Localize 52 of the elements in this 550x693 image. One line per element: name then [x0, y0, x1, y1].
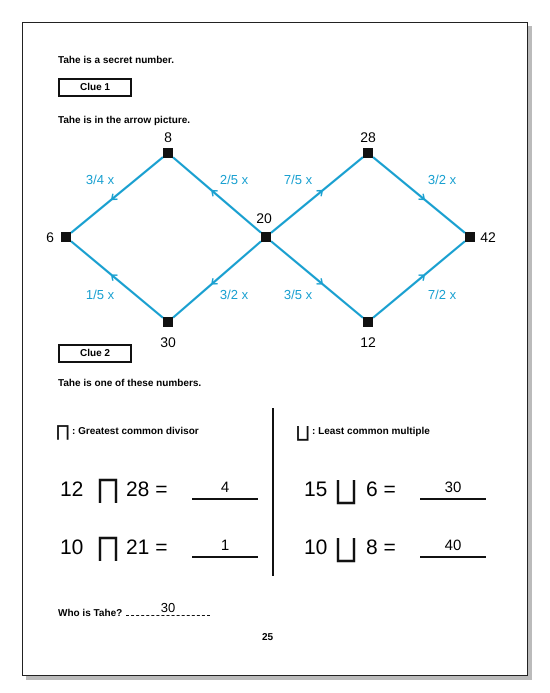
number-text: 28 = [126, 478, 168, 502]
number-text: 15 [304, 478, 328, 502]
number-text: 8 = [366, 536, 396, 560]
arrow [372, 240, 466, 319]
instruction-text: Tahe is in the arrow picture. [58, 115, 190, 126]
edge-label: 7/2 x [426, 288, 458, 302]
edge-label: 7/5 x [282, 173, 314, 187]
edge-label: 2/5 x [218, 173, 250, 187]
arrow [270, 156, 364, 234]
edge-label: 3/4 x [84, 173, 116, 187]
point-number: 8 [164, 129, 172, 145]
point-marker [465, 232, 475, 242]
answer-text: 30 [420, 478, 486, 500]
point-marker [163, 148, 173, 158]
arrow [172, 240, 262, 318]
question-text: Who is Tahe? [58, 608, 122, 619]
point-marker [61, 232, 71, 242]
arrow [372, 156, 466, 234]
edge-label: 3/2 x [426, 173, 458, 187]
number-text: 10 [60, 536, 84, 560]
edge-label: 3/5 x [282, 288, 314, 302]
number-text: 21 = [126, 536, 168, 560]
instruction-text: Tahe is a secret number. [58, 55, 174, 66]
arrow [70, 240, 164, 319]
legend-text: : Greatest common divisor [72, 426, 199, 437]
arrow [172, 156, 262, 234]
answer-text: 1 [192, 536, 258, 558]
arrow [270, 240, 364, 319]
edge-label: 1/5 x [84, 288, 116, 302]
answer-text: 40 [420, 536, 486, 558]
point-number: 20 [256, 210, 272, 226]
point-number: 12 [360, 334, 376, 350]
point-number: 28 [360, 129, 376, 145]
point-marker [163, 317, 173, 327]
instruction-text: Tahe is one of these numbers. [58, 378, 202, 389]
answer-text: 30 [126, 600, 210, 616]
page-number: 25 [262, 632, 274, 643]
clue-label: Clue 2 [58, 344, 132, 363]
point-marker [363, 148, 373, 158]
answer-text: 4 [192, 478, 258, 500]
point-marker [261, 232, 271, 242]
clue-label: Clue 1 [58, 78, 132, 97]
point-number: 42 [480, 229, 496, 245]
number-text: 6 = [366, 478, 396, 502]
point-marker [363, 317, 373, 327]
legend-text: : Least common multiple [312, 426, 430, 437]
point-number: 6 [46, 229, 54, 245]
number-text: 10 [304, 536, 328, 560]
number-text: 12 [60, 478, 84, 502]
point-number: 30 [160, 334, 176, 350]
edge-label: 3/2 x [218, 288, 250, 302]
arrow [70, 156, 164, 234]
